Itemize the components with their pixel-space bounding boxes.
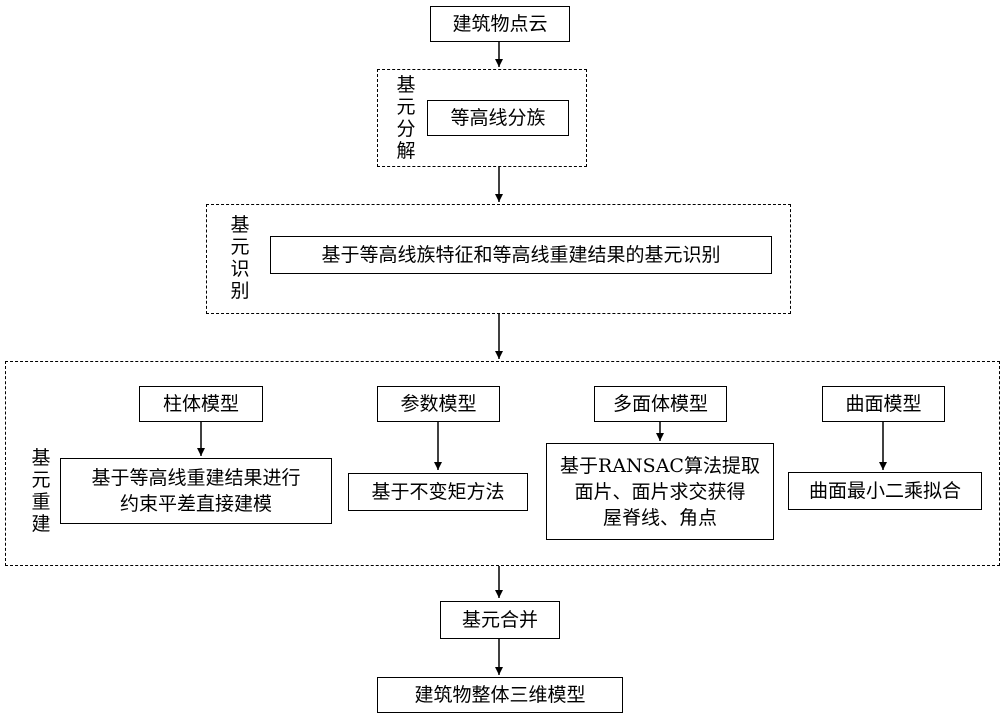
decomposition-char: 元	[396, 96, 416, 118]
contour-clustering-node: 等高线分族	[427, 100, 569, 136]
element-recognition-node: 基于等高线族特征和等高线重建结果的基元识别	[270, 236, 772, 274]
reconstruction-char: 基	[31, 447, 51, 469]
point-cloud-node: 建筑物点云	[430, 6, 570, 42]
decomposition-label: 基 元 分 解	[395, 74, 417, 162]
recognition-char: 识	[230, 258, 250, 280]
reconstruction-char: 重	[31, 491, 51, 513]
decomposition-char: 解	[396, 140, 416, 162]
parametric-model-node: 参数模型	[377, 386, 500, 422]
surface-model-node: 曲面模型	[822, 386, 945, 422]
polyhedral-model-node: 多面体模型	[594, 386, 727, 422]
recognition-char: 基	[230, 214, 250, 236]
reconstruction-char: 建	[31, 513, 51, 535]
final-model-node: 建筑物整体三维模型	[377, 677, 623, 713]
element-merge-node: 基元合并	[440, 601, 560, 639]
recognition-char: 元	[230, 236, 250, 258]
decomposition-group	[377, 69, 587, 167]
recognition-char: 别	[230, 280, 250, 302]
cylinder-model-node: 柱体模型	[139, 386, 263, 422]
reconstruction-char: 元	[31, 469, 51, 491]
polyhedral-method-node: 基于RANSAC算法提取 面片、面片求交获得 屋脊线、角点	[546, 443, 774, 540]
recognition-label: 基 元 识 别	[229, 214, 251, 302]
recognition-group	[206, 204, 791, 314]
reconstruction-label: 基 元 重 建	[30, 447, 52, 535]
decomposition-char: 基	[396, 74, 416, 96]
surface-method-node: 曲面最小二乘拟合	[788, 472, 982, 510]
reconstruction-group	[5, 361, 1000, 566]
cylinder-method-node: 基于等高线重建结果进行 约束平差直接建模	[60, 458, 332, 524]
parametric-method-node: 基于不变矩方法	[348, 473, 528, 511]
decomposition-char: 分	[396, 118, 416, 140]
